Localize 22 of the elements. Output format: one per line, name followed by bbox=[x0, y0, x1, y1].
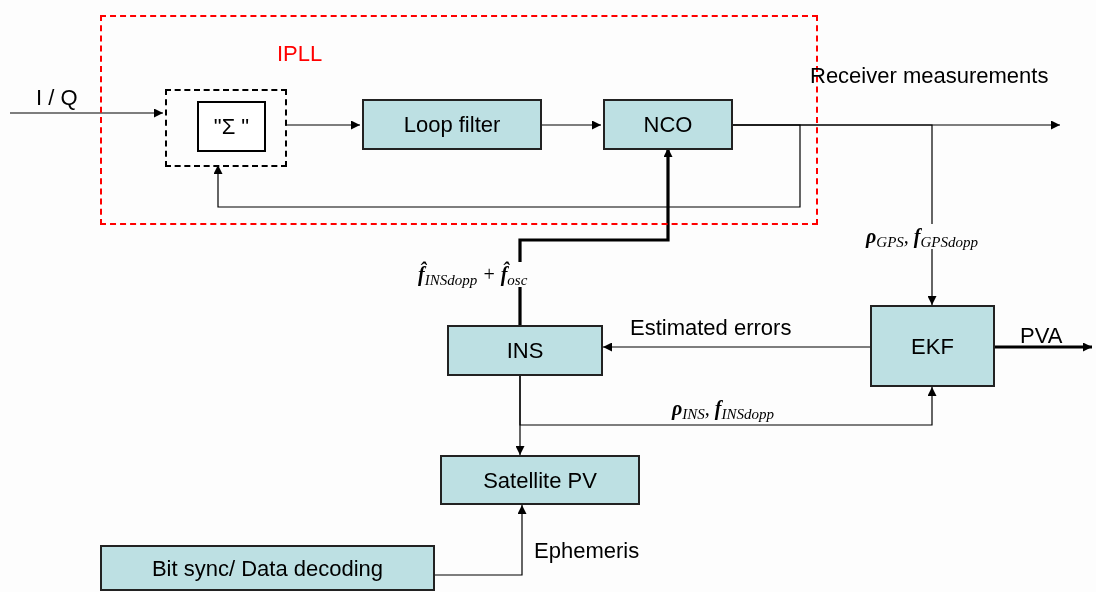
process-box: Loop filter bbox=[362, 99, 542, 150]
arrow bbox=[518, 148, 673, 325]
arrow bbox=[515, 375, 525, 456]
process-box: Bit sync/ Data decoding bbox=[100, 545, 435, 591]
arrow bbox=[284, 120, 361, 130]
arrow bbox=[602, 342, 871, 352]
edge-label: Estimated errors bbox=[630, 314, 793, 342]
arrow bbox=[995, 342, 1092, 352]
arrow bbox=[213, 124, 801, 208]
edge-label: PVA bbox=[1020, 322, 1064, 350]
arrow bbox=[434, 504, 527, 576]
summation-box: "Σ " bbox=[197, 101, 266, 152]
process-box: EKF bbox=[870, 305, 995, 387]
arrow bbox=[9, 108, 164, 118]
process-box: NCO bbox=[603, 99, 733, 150]
group-label: IPLL bbox=[277, 40, 323, 68]
dashed-box bbox=[165, 89, 287, 167]
edge-label: Receiver measurements bbox=[810, 62, 1050, 90]
process-box: INS bbox=[447, 325, 603, 376]
process-box: Satellite PV bbox=[440, 455, 640, 505]
edge-label: I / Q bbox=[36, 84, 79, 112]
edge-label: Ephemeris bbox=[534, 537, 641, 565]
